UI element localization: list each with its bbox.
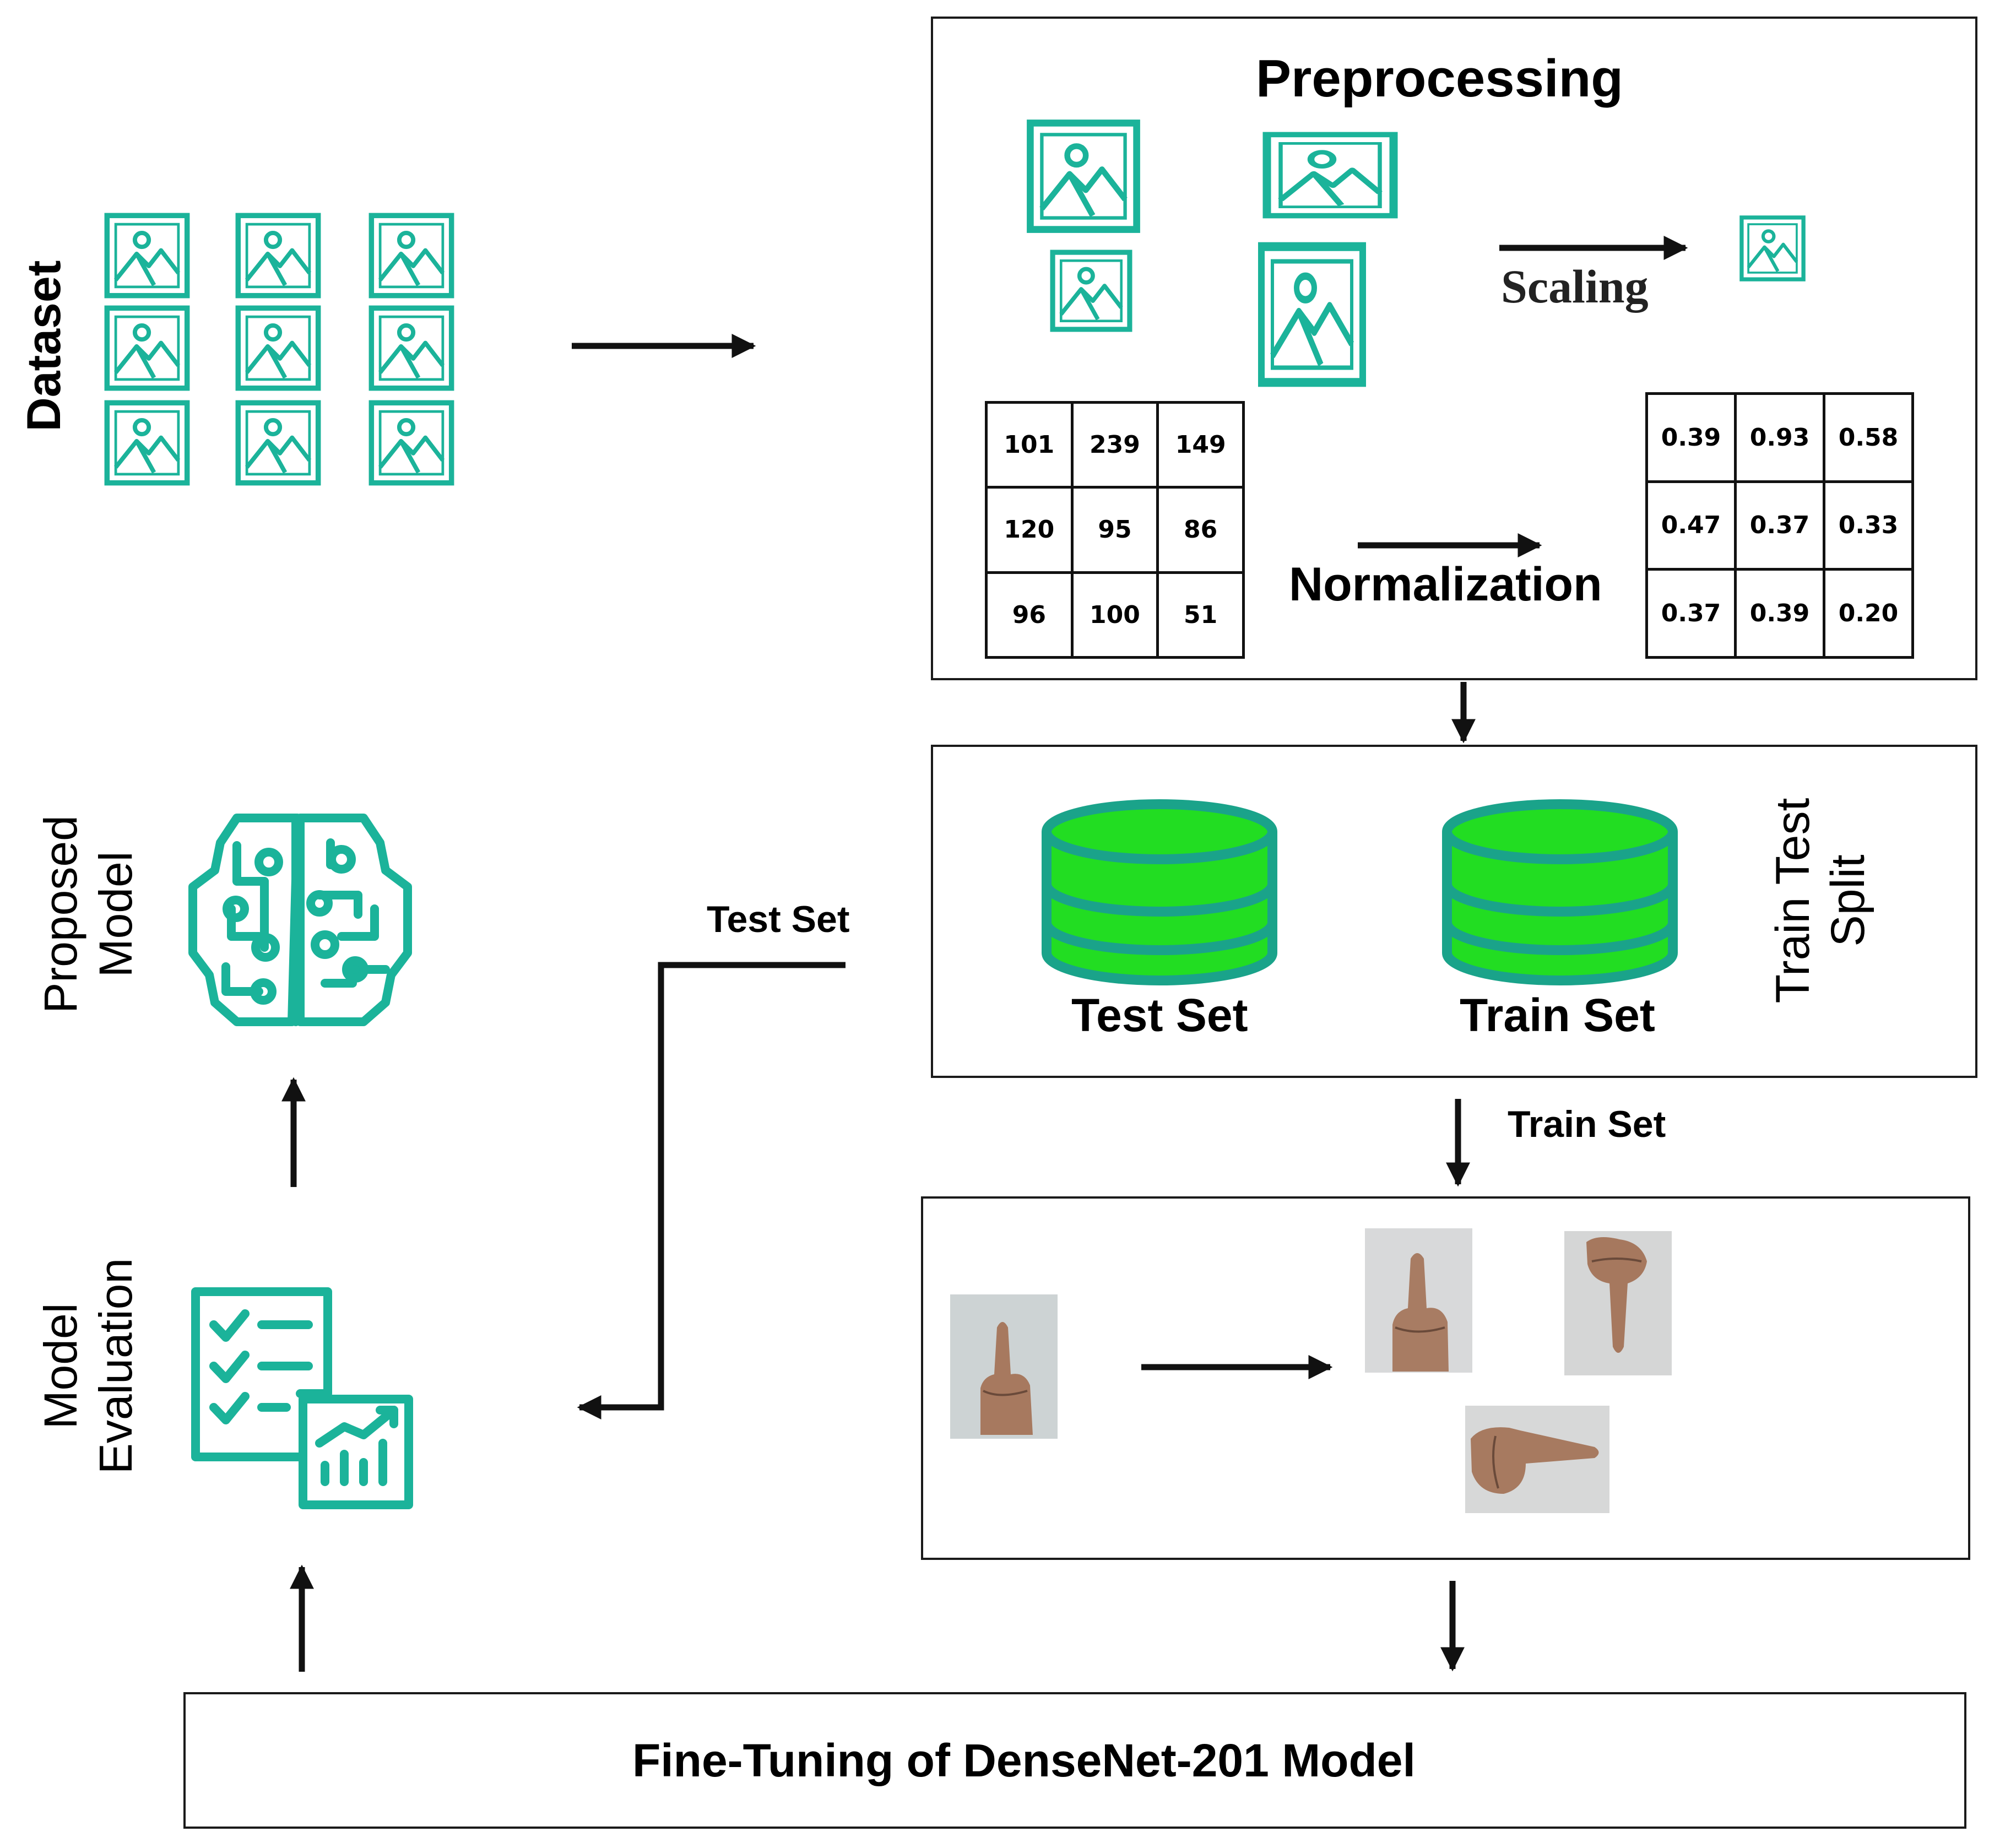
model-evaluation-label: Model Evaluation — [33, 1239, 143, 1493]
image-icon — [107, 403, 187, 483]
grid-cell: 0.33 — [1823, 480, 1914, 571]
grid-cell: 0.39 — [1734, 568, 1825, 659]
grid-cell: 149 — [1156, 400, 1245, 489]
train-test-split-line1: Train Test — [1766, 798, 1819, 1004]
image-icon — [371, 215, 451, 295]
dataset-image-grid — [107, 215, 451, 483]
grid-row: 0.37 0.39 0.20 — [1645, 568, 1914, 659]
fine-tuning-label: Fine-Tuning of DenseNet-201 Model — [632, 1735, 1416, 1786]
grid-cell: 120 — [985, 486, 1074, 574]
normalized-pixel-grid: 0.39 0.93 0.58 0.47 0.37 0.33 0.37 0.39 … — [1645, 392, 1914, 659]
train-test-split-line2: Split — [1822, 854, 1874, 947]
model-evaluation-line1: Model — [35, 1303, 86, 1429]
grid-cell: 86 — [1156, 486, 1245, 574]
grid-cell: 0.39 — [1645, 392, 1737, 483]
grid-cell: 0.47 — [1645, 480, 1737, 571]
image-icon — [238, 215, 318, 295]
train-set-db-label: Train Set — [1460, 989, 1655, 1041]
model-evaluation-line2: Evaluation — [90, 1258, 142, 1475]
grid-cell: 0.20 — [1823, 568, 1914, 659]
proposed-model-label: Proposed Model — [33, 793, 143, 1036]
checklist-chart-icon — [191, 1287, 413, 1509]
grid-row: 101 239 149 — [985, 400, 1245, 489]
augmentation-box — [921, 1196, 1970, 1560]
image-icon — [107, 215, 187, 295]
image-icon — [371, 403, 451, 483]
image-icon — [238, 308, 318, 388]
image-icon — [107, 308, 187, 388]
test-set-arrow-label: Test Set — [707, 898, 850, 940]
train-test-split-label: Train Test Split — [1765, 779, 1876, 1022]
normalization-label: Normalization — [1289, 558, 1602, 611]
grid-cell: 101 — [985, 400, 1074, 489]
scaling-label: Scaling — [1501, 260, 1649, 313]
grid-cell: 95 — [1070, 486, 1159, 574]
train-set-arrow-label: Train Set — [1508, 1103, 1666, 1145]
proposed-model-line1: Proposed — [35, 815, 86, 1014]
test-set-db-label: Test Set — [1071, 989, 1248, 1041]
grid-cell: 96 — [985, 571, 1074, 659]
grid-cell: 100 — [1070, 571, 1159, 659]
grid-row: 120 95 86 — [985, 486, 1245, 574]
grid-row: 0.39 0.93 0.58 — [1645, 392, 1914, 483]
proposed-model-line2: Model — [90, 851, 142, 978]
grid-row: 0.47 0.37 0.33 — [1645, 480, 1914, 571]
image-icon — [371, 308, 451, 388]
fine-tuning-box — [183, 1692, 1966, 1829]
grid-cell: 0.37 — [1645, 568, 1737, 659]
preprocessing-title: Preprocessing — [1256, 49, 1623, 108]
grid-cell: 0.93 — [1734, 392, 1825, 483]
test-set-to-evaluation-arrow — [577, 962, 846, 1419]
grid-cell: 0.37 — [1734, 480, 1825, 571]
grid-row: 96 100 51 — [985, 571, 1245, 659]
dataset-label: Dataset — [18, 260, 71, 432]
grid-cell: 0.58 — [1823, 392, 1914, 483]
raw-pixel-grid: 101 239 149 120 95 86 96 100 51 — [985, 400, 1245, 659]
grid-cell: 239 — [1070, 400, 1159, 489]
grid-cell: 51 — [1156, 571, 1245, 659]
image-icon — [238, 403, 318, 483]
brain-circuit-icon — [188, 814, 412, 1026]
